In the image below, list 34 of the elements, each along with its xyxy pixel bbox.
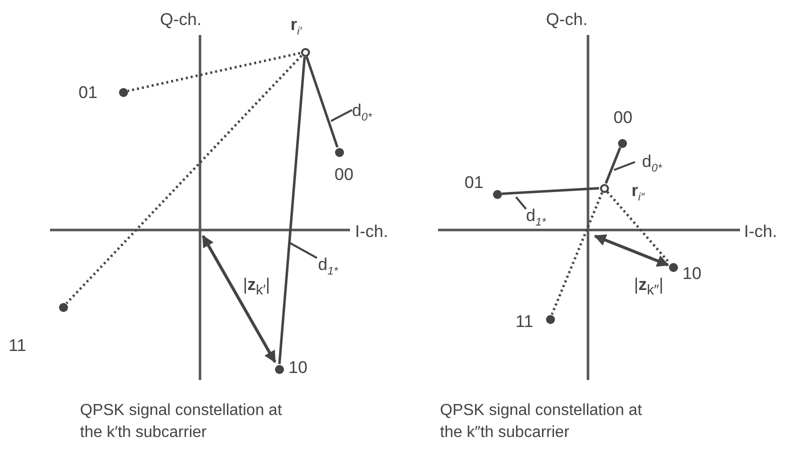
axis-label: I-ch. [744,222,778,242]
symbol-label: 01 [464,174,484,190]
axis-label: I-ch. [355,222,388,242]
distance-label: d$_{0*}$ [642,153,662,174]
distance-label: d$_{1*}$ [526,207,546,228]
distance-line [502,187,600,195]
caption: QPSK signal constellation at the k″th subcarrier [440,401,643,443]
symbol-label: 10 [288,358,308,376]
magnitude-label: |z$_{k″}$| [634,275,664,300]
symbol-label: 00 [334,166,354,182]
distance-label: d$_{0*}$ [352,102,372,124]
symbol-label: 10 [682,264,702,282]
distance-line [604,147,622,184]
dotted-line [550,192,604,315]
leader-line [330,109,352,122]
symbol-label: 11 [8,336,26,354]
distance-label: d$_{1*}$ [318,256,338,278]
magnitude-label: |z$_{k′}$| [243,275,270,300]
received-signal-label: r$_{i″}$ [632,182,644,203]
symbol-label: 11 [516,312,534,330]
dotted-line [606,190,671,264]
symbol-label: 01 [78,84,98,100]
axis-label: Q-ch. [160,10,202,30]
leader-line [515,196,527,210]
axis-label: Q-ch. [546,10,588,30]
caption: QPSK signal constellation at the k′th subcarrier [80,401,283,443]
leader-line [290,242,318,259]
symbol-label: 00 [614,108,632,126]
distance-line [305,56,339,148]
leader-line [614,161,636,171]
received-signal-label: r$_{i′}$ [290,16,302,37]
dotted-line [66,54,302,304]
distance-line [278,56,306,364]
dotted-line [128,52,300,92]
